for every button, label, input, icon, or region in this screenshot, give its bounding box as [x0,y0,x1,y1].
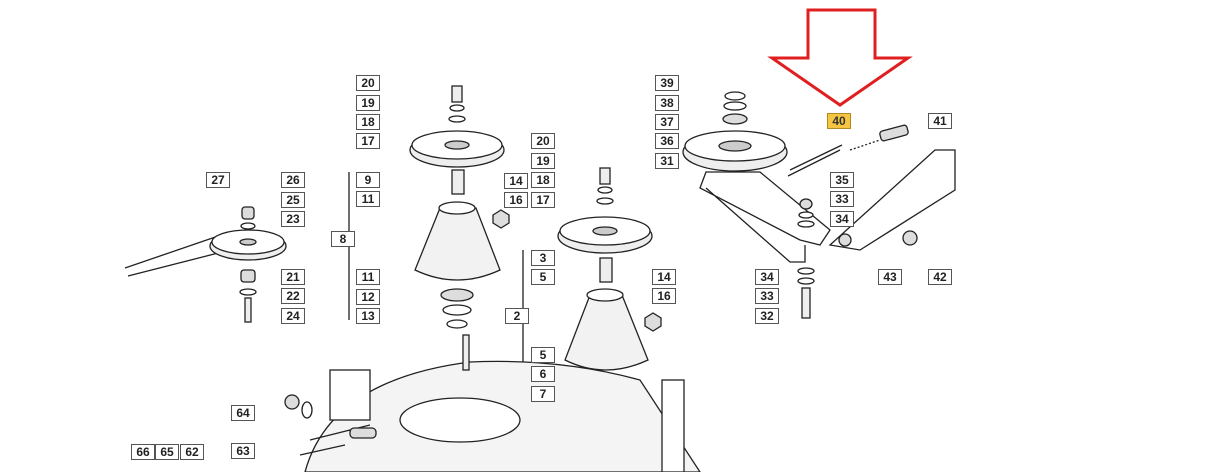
part-label-37[interactable]: 37 [655,114,679,130]
part-label-17[interactable]: 17 [356,133,380,149]
part-label-2[interactable]: 2 [505,308,529,324]
part-label-63[interactable]: 63 [231,443,255,459]
part-label-3[interactable]: 3 [531,250,555,266]
part-label-34[interactable]: 34 [755,269,779,285]
part-label-38[interactable]: 38 [655,95,679,111]
part-label-19[interactable]: 19 [356,95,380,111]
part-label-14[interactable]: 14 [652,269,676,285]
part-label-25[interactable]: 25 [281,192,305,208]
part-label-66[interactable]: 66 [131,444,155,460]
part-label-36[interactable]: 36 [655,133,679,149]
belt [124,231,231,277]
part-label-39[interactable]: 39 [655,75,679,91]
part-label-65[interactable]: 65 [155,444,179,460]
part-label-64[interactable]: 64 [231,405,255,421]
part-label-20[interactable]: 20 [531,133,555,149]
part-label-11[interactable]: 11 [356,269,380,285]
part-label-33[interactable]: 33 [830,191,854,207]
part-label-24[interactable]: 24 [281,308,305,324]
mower-deck [284,334,701,472]
part-label-62[interactable]: 62 [180,444,204,460]
part-label-18[interactable]: 18 [356,114,380,130]
part-label-14[interactable]: 14 [504,173,528,189]
part-label-31[interactable]: 31 [655,153,679,169]
part-label-16[interactable]: 16 [652,288,676,304]
part-label-6[interactable]: 6 [531,366,555,382]
part-label-34[interactable]: 34 [830,211,854,227]
part-label-23[interactable]: 23 [281,211,305,227]
part-label-22[interactable]: 22 [281,288,305,304]
part-label-43[interactable]: 43 [878,269,902,285]
part-label-27[interactable]: 27 [206,172,230,188]
part-label-9[interactable]: 9 [356,172,380,188]
part-label-35[interactable]: 35 [830,172,854,188]
part-label-42[interactable]: 42 [928,269,952,285]
part-label-12[interactable]: 12 [356,289,380,305]
part-label-19[interactable]: 19 [531,153,555,169]
part-label-32[interactable]: 32 [755,308,779,324]
part-label-5[interactable]: 5 [531,347,555,363]
highlight-arrow [767,8,913,107]
part-label-26[interactable]: 26 [281,172,305,188]
spindle-1 [348,85,510,329]
part-label-21[interactable]: 21 [281,269,305,285]
pulley-left [209,206,287,323]
part-label-20[interactable]: 20 [356,75,380,91]
part-label-17[interactable]: 17 [531,192,555,208]
part-label-8[interactable]: 8 [331,231,355,247]
part-label-40-highlighted[interactable]: 40 [827,113,851,129]
part-label-16[interactable]: 16 [504,192,528,208]
part-label-13[interactable]: 13 [356,308,380,324]
part-label-5[interactable]: 5 [531,269,555,285]
part-label-41[interactable]: 41 [928,113,952,129]
part-label-18[interactable]: 18 [531,172,555,188]
part-label-11[interactable]: 11 [356,191,380,207]
part-label-7[interactable]: 7 [531,386,555,402]
part-label-33[interactable]: 33 [755,288,779,304]
idler-assembly [682,91,956,319]
